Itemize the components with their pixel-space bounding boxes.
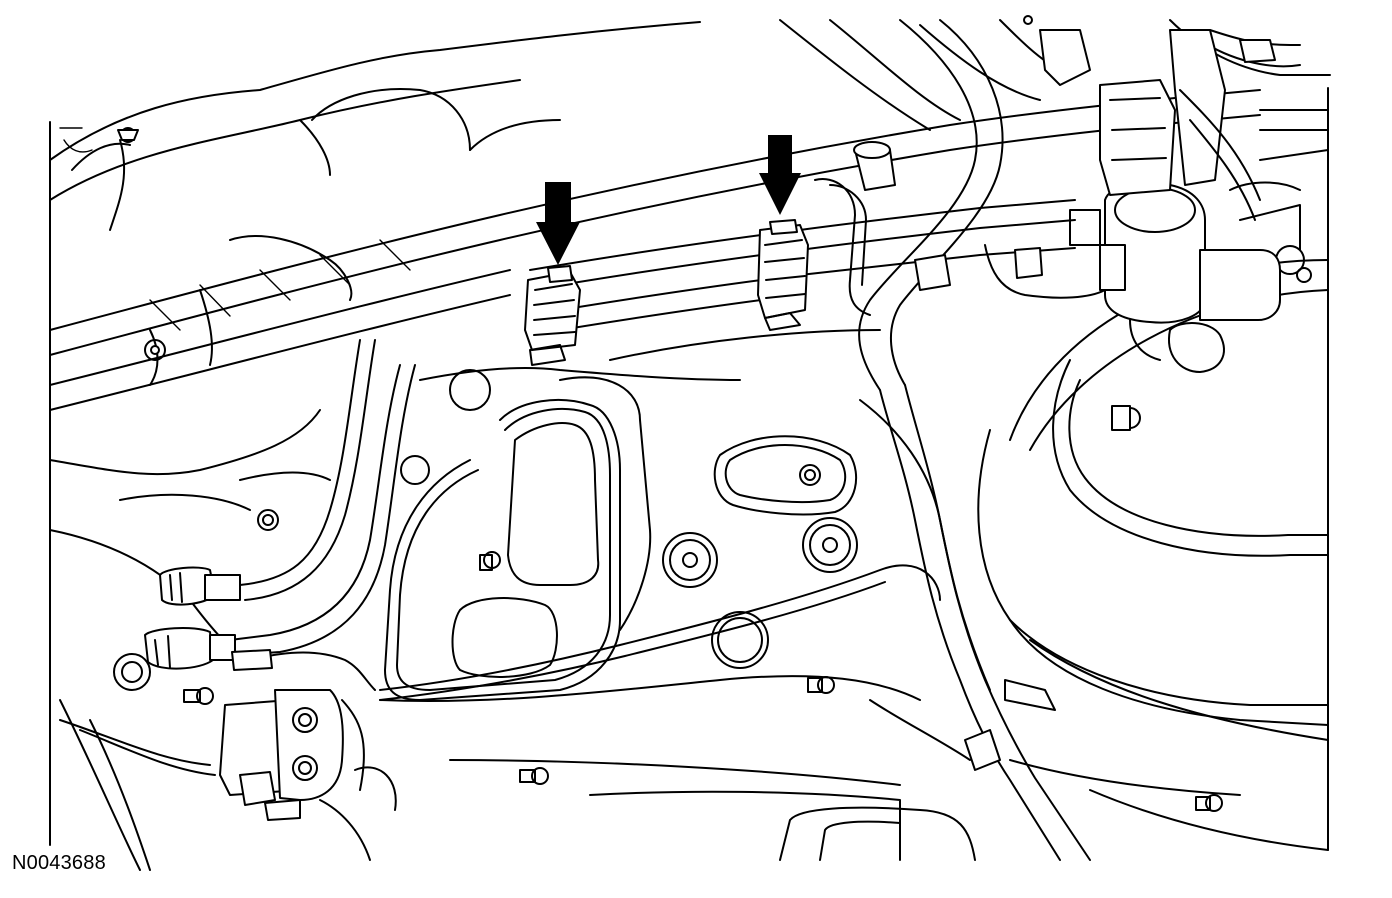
valve-block bbox=[219, 689, 397, 861]
stud bbox=[117, 127, 139, 143]
arrow-down-icon bbox=[759, 135, 801, 215]
figure-id-label: N0043688 bbox=[12, 852, 106, 874]
stud bbox=[1111, 405, 1141, 431]
line-fittings bbox=[144, 566, 273, 671]
stud bbox=[519, 767, 549, 785]
upper-bracket bbox=[1039, 29, 1329, 221]
brake-lines-left bbox=[59, 339, 941, 776]
inner-panel bbox=[384, 329, 1221, 701]
stud bbox=[799, 464, 821, 486]
stud bbox=[1296, 267, 1312, 283]
stud bbox=[1023, 15, 1033, 25]
master-cylinder bbox=[1069, 181, 1301, 373]
cowl-ledge bbox=[49, 89, 1261, 411]
brake-booster bbox=[977, 259, 1329, 741]
stud bbox=[807, 676, 835, 694]
vacuum-hose bbox=[814, 141, 896, 316]
stud bbox=[257, 509, 279, 531]
stud bbox=[662, 532, 718, 588]
cowl-panel bbox=[49, 19, 1331, 231]
hose-clips bbox=[914, 244, 1106, 771]
stud bbox=[479, 551, 501, 571]
frame-borders bbox=[49, 87, 1329, 851]
stud bbox=[1195, 794, 1223, 812]
stud bbox=[183, 687, 214, 705]
left-clip bbox=[524, 265, 581, 366]
stud bbox=[802, 517, 858, 573]
firewall-body bbox=[49, 329, 1329, 871]
mounting-studs bbox=[113, 15, 1312, 812]
stud bbox=[113, 653, 151, 691]
right-clip bbox=[757, 219, 809, 331]
stud bbox=[144, 339, 166, 361]
arrow-down-icon bbox=[536, 182, 580, 265]
